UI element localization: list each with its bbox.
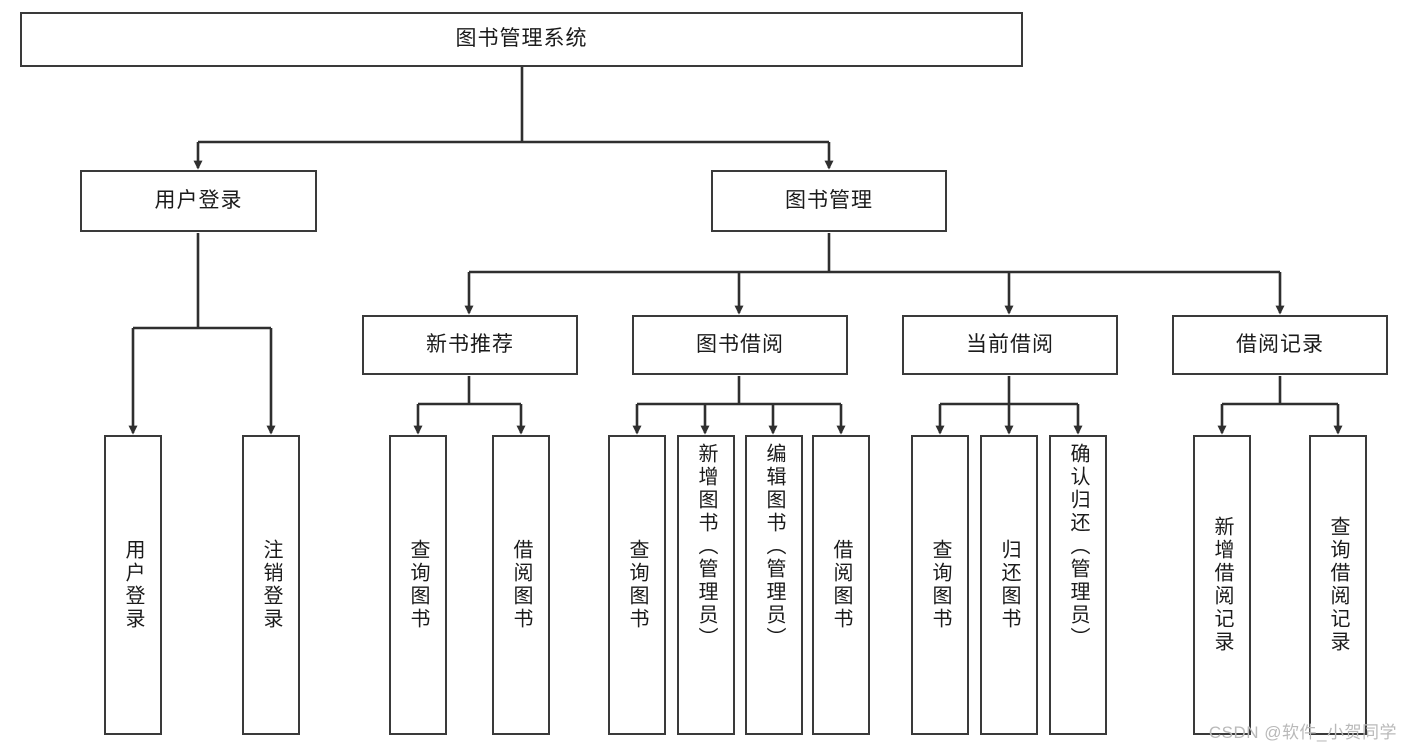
leaf-logout[interactable]: 注销登录: [242, 435, 300, 735]
leaf-currentborrow-return-book[interactable]: 归还图书: [980, 435, 1038, 735]
node-label: 用户登录: [154, 188, 243, 212]
leaf-bookborrow-borrow-book[interactable]: 借阅图书: [812, 435, 870, 735]
node-borrow-record[interactable]: 借阅记录: [1172, 315, 1388, 375]
node-label: 查询借阅记录: [1327, 516, 1349, 654]
node-book-borrow[interactable]: 图书借阅: [632, 315, 848, 375]
node-label: 借阅图书: [830, 539, 852, 631]
node-label: 新增借阅记录: [1211, 516, 1233, 654]
leaf-bookborrow-add-book-admin[interactable]: 新增图书（管理员）: [677, 435, 735, 735]
node-book-management[interactable]: 图书管理: [711, 170, 947, 232]
node-label: 图书管理: [785, 188, 873, 212]
node-label: 新增图书（管理员）: [695, 443, 717, 650]
node-label: 注销登录: [260, 539, 282, 631]
node-label: 借阅记录: [1236, 332, 1324, 356]
node-label: 图书管理系统: [455, 27, 588, 51]
node-current-borrow[interactable]: 当前借阅: [902, 315, 1118, 375]
leaf-newbook-query-book[interactable]: 查询图书: [389, 435, 447, 735]
leaf-bookborrow-edit-book-admin[interactable]: 编辑图书（管理员）: [745, 435, 803, 735]
node-label: 查询图书: [626, 539, 648, 631]
node-label: 查询图书: [929, 539, 951, 631]
leaf-borrowrecord-add-record[interactable]: 新增借阅记录: [1193, 435, 1251, 735]
leaf-newbook-borrow-book[interactable]: 借阅图书: [492, 435, 550, 735]
leaf-currentborrow-query-book[interactable]: 查询图书: [911, 435, 969, 735]
node-label: 查询图书: [407, 539, 429, 631]
node-label: 确认归还（管理员）: [1067, 443, 1089, 650]
node-label: 图书借阅: [696, 332, 784, 356]
node-root-system[interactable]: 图书管理系统: [20, 12, 1023, 67]
node-label: 借阅图书: [510, 539, 532, 631]
leaf-currentborrow-confirm-return-admin[interactable]: 确认归还（管理员）: [1049, 435, 1107, 735]
leaf-user-login[interactable]: 用户登录: [104, 435, 162, 735]
node-label: 用户登录: [122, 539, 144, 631]
node-label: 当前借阅: [966, 332, 1054, 356]
node-label: 新书推荐: [426, 332, 514, 356]
node-label: 归还图书: [998, 539, 1020, 631]
node-user-login[interactable]: 用户登录: [80, 170, 317, 232]
node-label: 编辑图书（管理员）: [763, 443, 785, 650]
watermark-text: CSDN @软件_小贺同学: [1208, 723, 1397, 742]
leaf-bookborrow-query-book[interactable]: 查询图书: [608, 435, 666, 735]
leaf-borrowrecord-query-record[interactable]: 查询借阅记录: [1309, 435, 1367, 735]
node-new-book-recommend[interactable]: 新书推荐: [362, 315, 578, 375]
